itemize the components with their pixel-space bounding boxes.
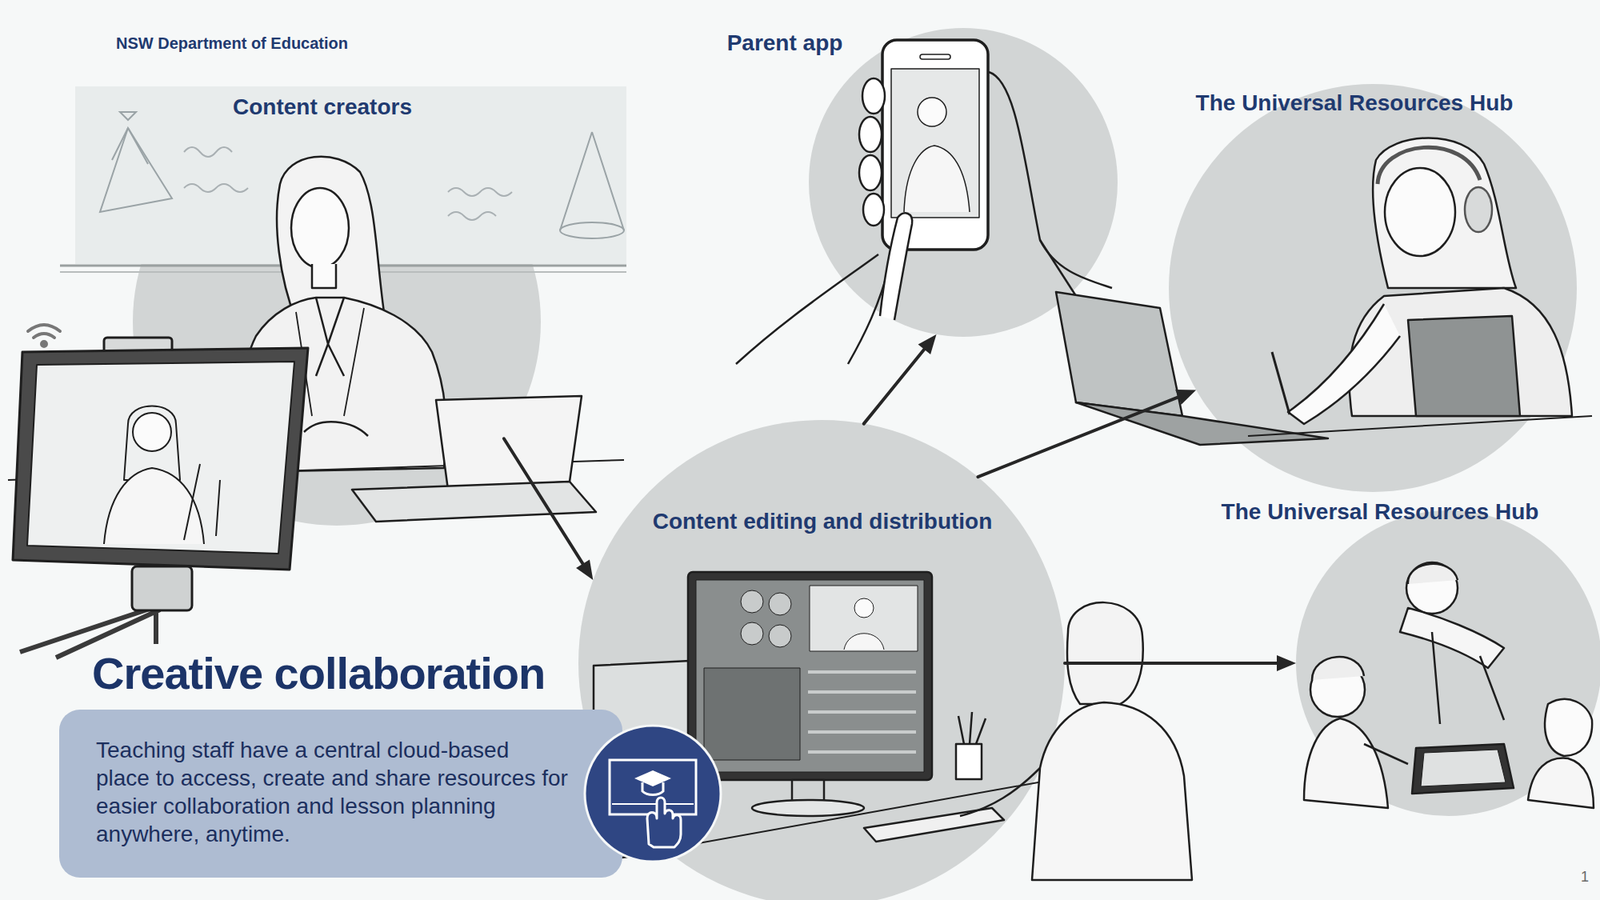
arrow-line [1064, 661, 1280, 665]
circle-region: Content creators [132, 117, 541, 526]
circle-shape [1168, 84, 1577, 492]
circle-fill [808, 28, 1118, 337]
region-label: Content editing and distribution [652, 508, 993, 536]
panel-heading: Creative collaboration [92, 649, 545, 698]
circle-region: Parent app [808, 28, 1118, 337]
collaboration-panel: Creative collaborationTeaching staff hav… [59, 709, 623, 878]
circle-fill [1296, 510, 1600, 816]
phone-in-hand [736, 40, 1112, 364]
region-label: The Universal Resources Hub [1196, 89, 1514, 117]
editing-workstation [560, 572, 1192, 880]
region-label: Parent app [727, 29, 844, 57]
circle-fill [132, 117, 541, 526]
circle-region: The Universal Resources Hub [1296, 510, 1600, 816]
student-with-laptop [1056, 138, 1592, 446]
arrowhead [918, 334, 937, 355]
flow-arrow [504, 438, 593, 580]
panel-body: Teaching staff have a central cloud-base… [96, 736, 568, 848]
region-label: Content creators [232, 93, 412, 121]
arrow-line [864, 347, 927, 424]
circle-shape [808, 28, 1118, 337]
arrowhead [1276, 655, 1296, 672]
collaboration-icon [583, 724, 723, 864]
flow-arrow [1064, 655, 1296, 672]
flow-arrow [977, 389, 1196, 477]
label-holder: NSW Department of Education [116, 34, 348, 53]
flow-arrow [864, 334, 937, 424]
circle-fill [1168, 84, 1577, 492]
arrow-line [504, 438, 585, 567]
region-label: The Universal Resources Hub [1221, 498, 1540, 526]
arrowhead [1175, 389, 1196, 405]
circle-shape [132, 117, 541, 526]
circle-shape [1296, 510, 1600, 816]
label-holder: 1 [1580, 868, 1589, 886]
page-number: 1 [1580, 868, 1589, 886]
wifi-symbol [28, 324, 60, 347]
children-with-tablet [1304, 562, 1594, 808]
circle-region: The Universal Resources Hub [1168, 84, 1577, 492]
arrow-line [977, 396, 1181, 477]
organisation-name: NSW Department of Education [116, 34, 348, 53]
circle-fill [578, 420, 1065, 900]
tablet-tripod [12, 337, 308, 658]
arrowhead [576, 559, 593, 580]
